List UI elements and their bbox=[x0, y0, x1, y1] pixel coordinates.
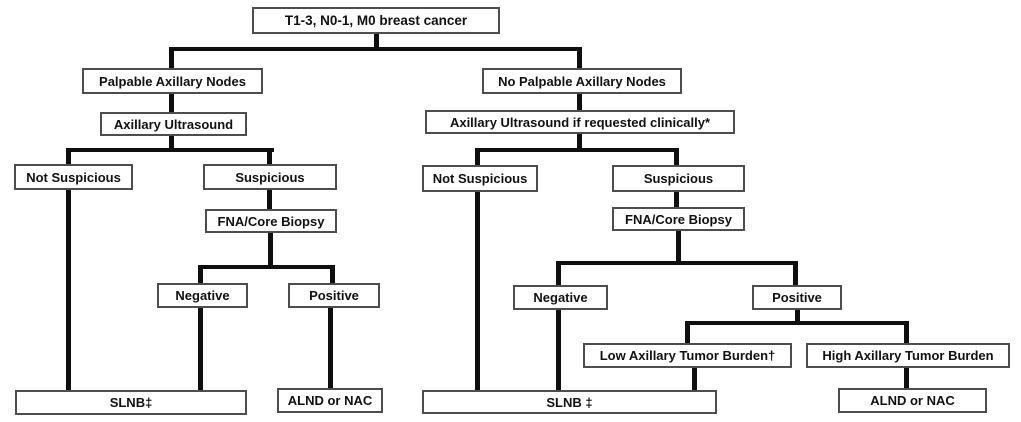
connector-positive-right-branch bbox=[685, 321, 909, 325]
connector-suspicious-right-to-fna bbox=[674, 192, 679, 207]
connector-to-positive-right bbox=[793, 261, 798, 285]
node-not-suspicious-left: Not Suspicious bbox=[14, 164, 133, 190]
connector-positive-left-to-alnd bbox=[328, 308, 333, 388]
node-suspicious-left: Suspicious bbox=[203, 164, 337, 190]
connector-ultrasound-left-stem bbox=[169, 136, 174, 150]
connector-root-to-no-palpable bbox=[577, 47, 582, 68]
connector-palpable-to-ultrasound bbox=[169, 94, 174, 112]
connector-to-not-suspicious-left bbox=[66, 148, 71, 164]
connector-to-suspicious-right bbox=[674, 148, 679, 165]
connector-negative-left-to-slnb bbox=[198, 308, 203, 390]
connector-high-burden-to-alnd bbox=[904, 367, 909, 388]
node-alnd-or-nac-right: ALND or NAC bbox=[838, 388, 987, 413]
connector-to-negative-right bbox=[556, 261, 561, 285]
node-t1-3-n0-1-m0-breast-cancer: T1-3, N0-1, M0 breast cancer bbox=[252, 7, 500, 34]
node-high-axillary-tumor-burden: High Axillary Tumor Burden bbox=[806, 343, 1010, 368]
node-negative-right: Negative bbox=[513, 285, 608, 310]
connector-not-suspicious-right-to-slnb bbox=[475, 192, 480, 390]
node-positive-left: Positive bbox=[288, 283, 380, 308]
node-slnb-right: SLNB ‡ bbox=[422, 390, 717, 414]
connector-ultrasound-right-stem bbox=[577, 134, 582, 150]
connector-positive-right-stem bbox=[795, 310, 800, 323]
connector-to-positive-left bbox=[330, 265, 335, 283]
connector-ultrasound-left-branch bbox=[66, 148, 274, 152]
connector-low-burden-to-slnb bbox=[692, 367, 697, 390]
connector-to-negative-left bbox=[198, 265, 203, 283]
node-low-axillary-tumor-burden: Low Axillary Tumor Burden† bbox=[583, 343, 792, 368]
node-not-suspicious-right: Not Suspicious bbox=[422, 165, 538, 192]
node-fna-core-biopsy-left: FNA/Core Biopsy bbox=[205, 209, 337, 233]
node-suspicious-right: Suspicious bbox=[612, 165, 745, 192]
connector-to-not-suspicious-right bbox=[475, 148, 480, 165]
connector-no-palpable-to-ultrasound bbox=[577, 94, 582, 110]
connector-root-to-palpable bbox=[169, 47, 174, 68]
connector-to-suspicious-left bbox=[267, 148, 272, 164]
connector-ultrasound-right-branch bbox=[475, 148, 679, 152]
connector-fna-left-branch bbox=[198, 265, 335, 269]
connector-to-low-burden bbox=[685, 321, 690, 343]
node-negative-left: Negative bbox=[157, 283, 248, 308]
connector-fna-right-branch bbox=[556, 261, 798, 265]
connector-not-suspicious-left-to-slnb bbox=[66, 190, 71, 390]
connector-suspicious-left-to-fna bbox=[267, 190, 272, 209]
node-fna-core-biopsy-right: FNA/Core Biopsy bbox=[612, 207, 745, 231]
node-positive-right: Positive bbox=[752, 285, 842, 310]
connector-root-branch bbox=[169, 47, 582, 51]
node-alnd-or-nac-left: ALND or NAC bbox=[277, 388, 383, 413]
connector-negative-right-to-slnb bbox=[556, 310, 561, 390]
node-no-palpable-axillary-nodes: No Palpable Axillary Nodes bbox=[482, 68, 682, 94]
node-palpable-axillary-nodes: Palpable Axillary Nodes bbox=[82, 68, 263, 94]
node-axillary-ultrasound-if-requested: Axillary Ultrasound if requested clinica… bbox=[425, 110, 735, 134]
node-slnb-left: SLNB‡ bbox=[15, 390, 247, 415]
connector-fna-right-stem bbox=[676, 231, 681, 263]
connector-root-stem bbox=[374, 33, 379, 51]
connector-fna-left-stem bbox=[268, 233, 273, 267]
connector-to-high-burden bbox=[904, 321, 909, 343]
node-axillary-ultrasound: Axillary Ultrasound bbox=[100, 112, 247, 136]
